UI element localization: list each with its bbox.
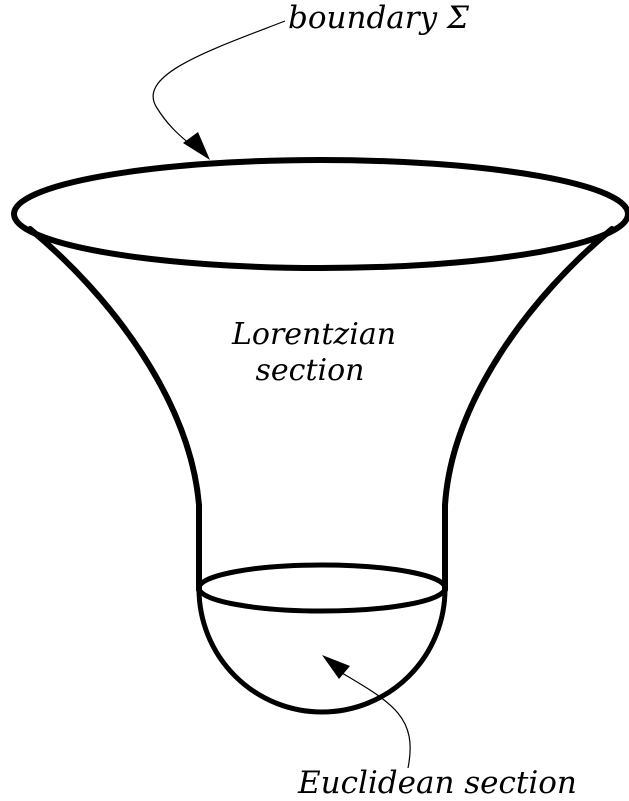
boundary-label: boundary Σ: [288, 0, 470, 36]
lorentzian-label-line1: Lorentzian: [231, 317, 396, 352]
euclidean-hemisphere: [196, 586, 448, 715]
boundary-arrowhead: [183, 132, 210, 160]
lorentzian-left-side: [27, 226, 202, 593]
boundary-ellipse: [11, 157, 629, 271]
neck-ellipse: [196, 562, 448, 614]
euclidean-label: Euclidean section: [297, 765, 577, 801]
euclidean-arrowhead: [322, 655, 350, 679]
euclidean-leader-line: [341, 672, 411, 769]
lorentzian-label-line2: section: [256, 353, 365, 388]
boundary-leader-line: [152, 20, 286, 149]
lorentzian-right-side: [442, 226, 615, 593]
